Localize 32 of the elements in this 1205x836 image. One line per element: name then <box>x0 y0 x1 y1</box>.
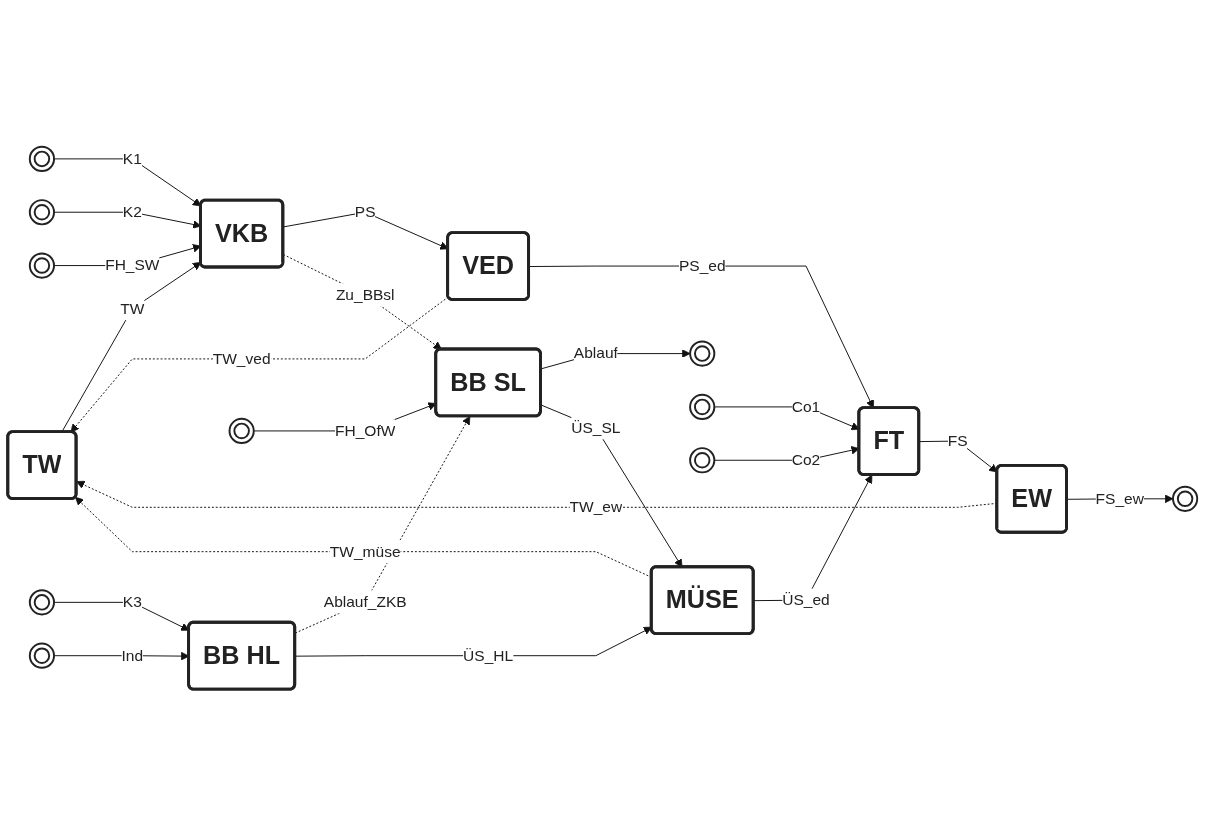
edge-label: FS_ew <box>1095 490 1144 507</box>
edge-label: TW_ew <box>569 498 623 516</box>
edge-label: Ablauf <box>573 344 618 362</box>
edge-label: Ind <box>121 647 144 664</box>
edge-label: Co2 <box>791 451 821 469</box>
node-circle <box>1172 485 1199 512</box>
edge-label: K2 <box>122 203 142 221</box>
node-circle <box>689 340 716 367</box>
node-circle <box>28 145 55 172</box>
edge-label: PS <box>354 203 376 221</box>
edge-label: TW_müse <box>329 542 401 560</box>
edge-label: K1 <box>122 150 142 167</box>
edge-label: ÜS_HL <box>463 647 514 664</box>
edge-label: TW_ved <box>212 350 271 367</box>
edge-label: K3 <box>122 593 142 611</box>
node-circle <box>28 642 55 669</box>
node-circle <box>689 393 716 421</box>
edge-label: PS_ed <box>678 257 726 274</box>
edge-label: Co1 <box>791 398 821 415</box>
edge-label: FH_SW <box>105 256 160 274</box>
edge-label: ÜS_ed <box>782 591 830 608</box>
edge-label: Ablauf_ZKB <box>323 593 407 610</box>
node-circle <box>28 589 55 616</box>
node-circle <box>689 447 716 474</box>
node-circle <box>228 417 255 445</box>
node-circle <box>28 199 55 226</box>
edge-label: TW <box>120 300 145 317</box>
edge-label: Zu_BBsl <box>335 286 395 303</box>
node-circle <box>28 252 55 279</box>
edge-label: ÜS_SL <box>571 419 621 436</box>
edge-label: FH_OfW <box>335 422 396 439</box>
edge-label: FS <box>947 432 968 449</box>
